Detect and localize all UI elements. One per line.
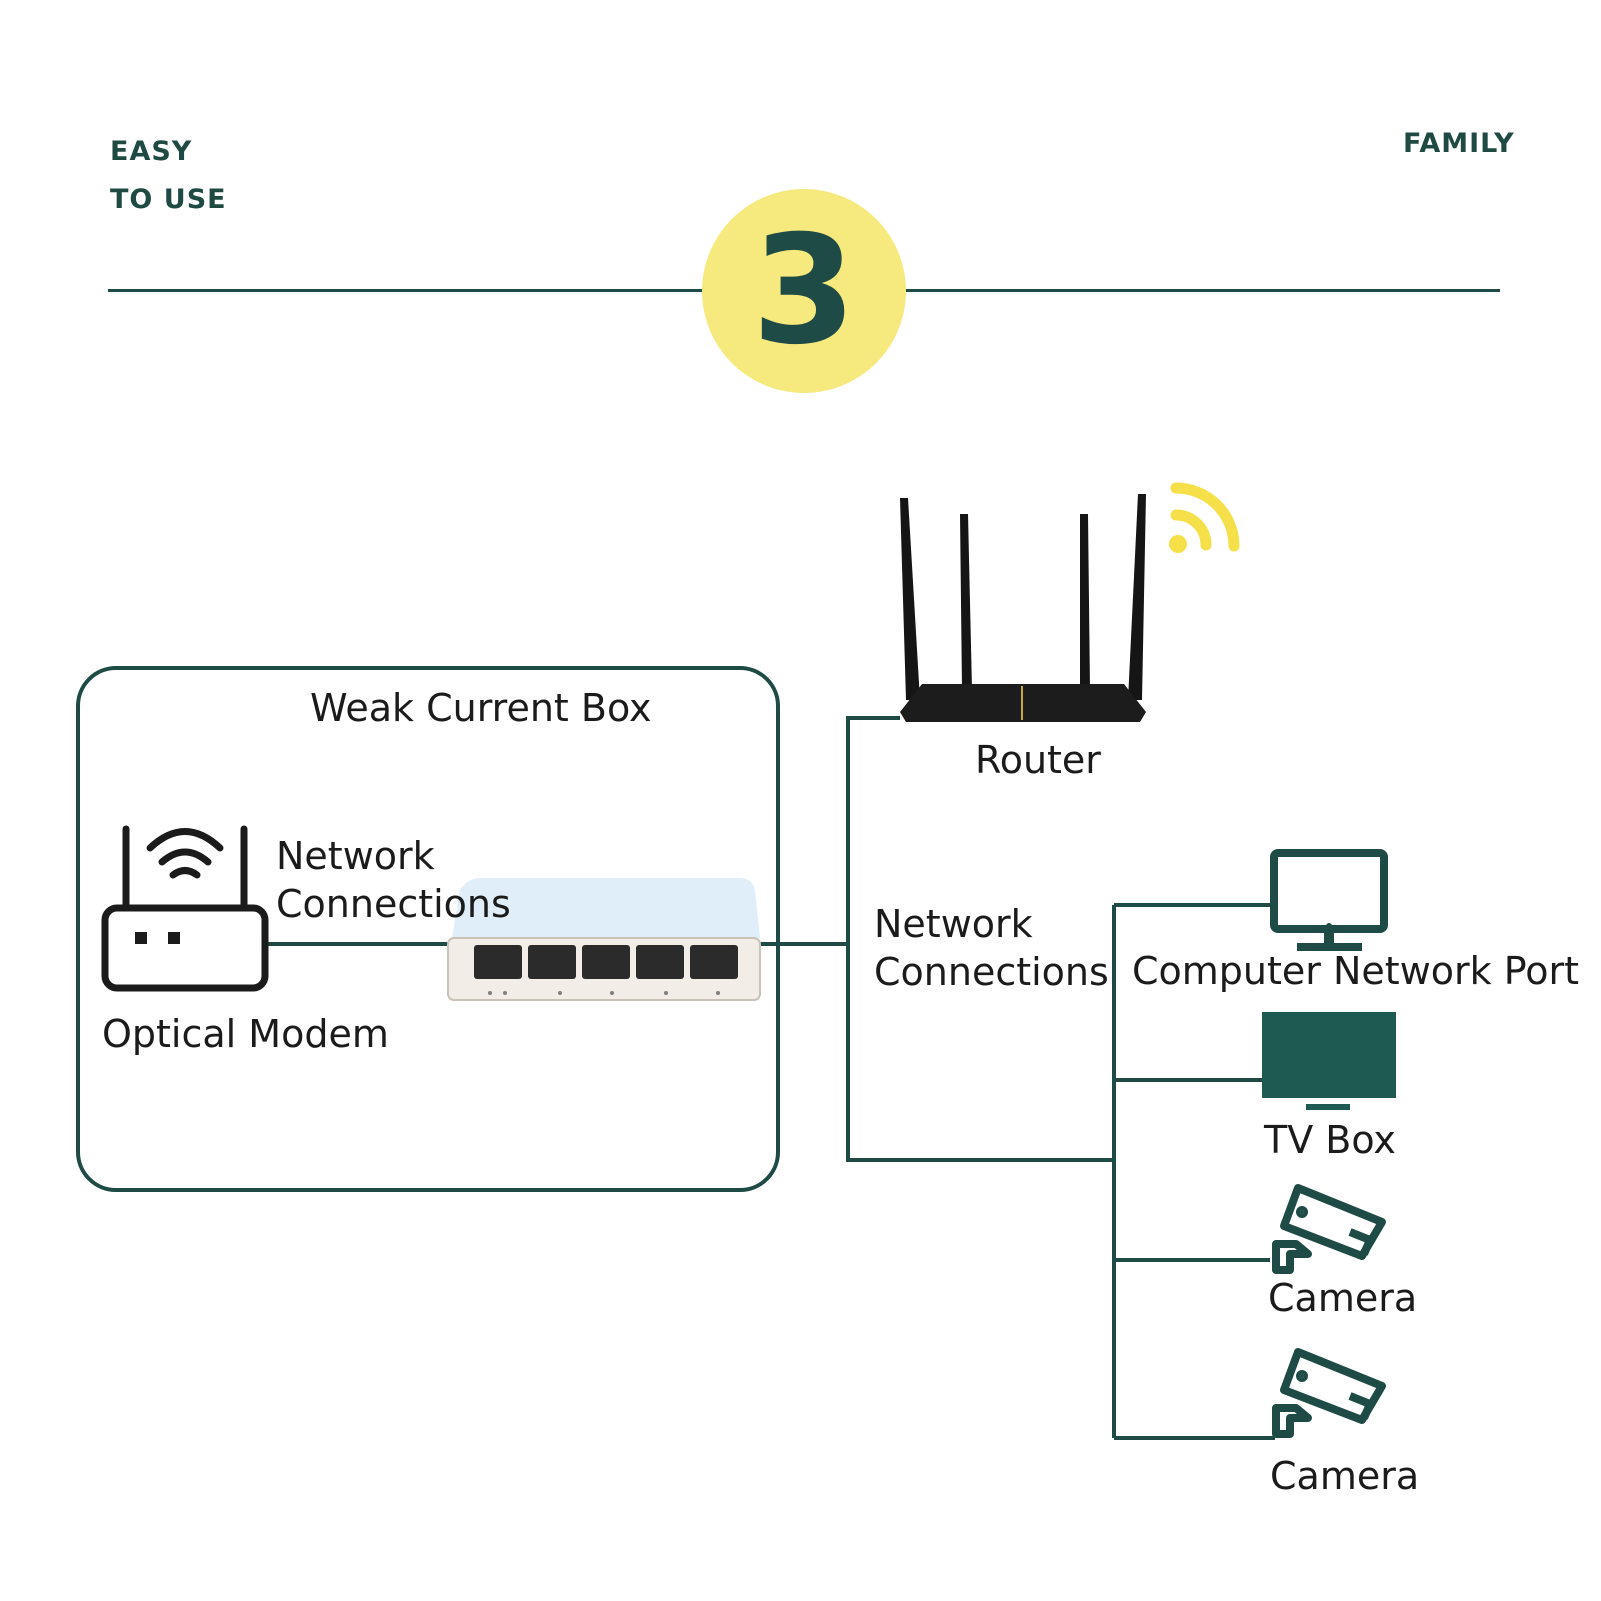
switch-link-label: Network Connections <box>874 902 1109 994</box>
modem-link-label: Network Connections <box>276 834 511 926</box>
banner-left-label: EASY TO USE <box>110 136 227 215</box>
wifi-icon <box>1169 482 1240 553</box>
banner-right-label: FAMILY <box>1403 128 1515 159</box>
step-number: 3 <box>751 204 857 378</box>
device-label-computer: Computer Network Port <box>1132 949 1580 993</box>
device-label-tvbox: TV Box <box>1264 1118 1396 1162</box>
wire-bus-router <box>846 716 900 944</box>
tv-icon <box>1262 1012 1396 1110</box>
device-label-camera-1: Camera <box>1268 1276 1418 1320</box>
device-label-camera-2: Camera <box>1270 1454 1420 1498</box>
switch-icon <box>447 878 761 1001</box>
camera-icon-1 <box>1272 1184 1386 1274</box>
step-badge: 3 <box>702 189 906 393</box>
router-icon <box>900 494 1146 722</box>
monitor-icon <box>1270 849 1388 951</box>
banner-rule-left <box>108 289 708 292</box>
banner-rule-right <box>900 289 1500 292</box>
weak-current-box <box>76 666 780 1192</box>
modem-label: Optical Modem <box>102 1012 389 1056</box>
wire-bus-devices <box>846 944 1114 1162</box>
weak-current-box-title: Weak Current Box <box>310 686 652 730</box>
wires <box>268 716 1275 1440</box>
modem-icon <box>101 825 269 992</box>
camera-icon-2 <box>1272 1348 1386 1438</box>
router-label: Router <box>975 738 1101 782</box>
